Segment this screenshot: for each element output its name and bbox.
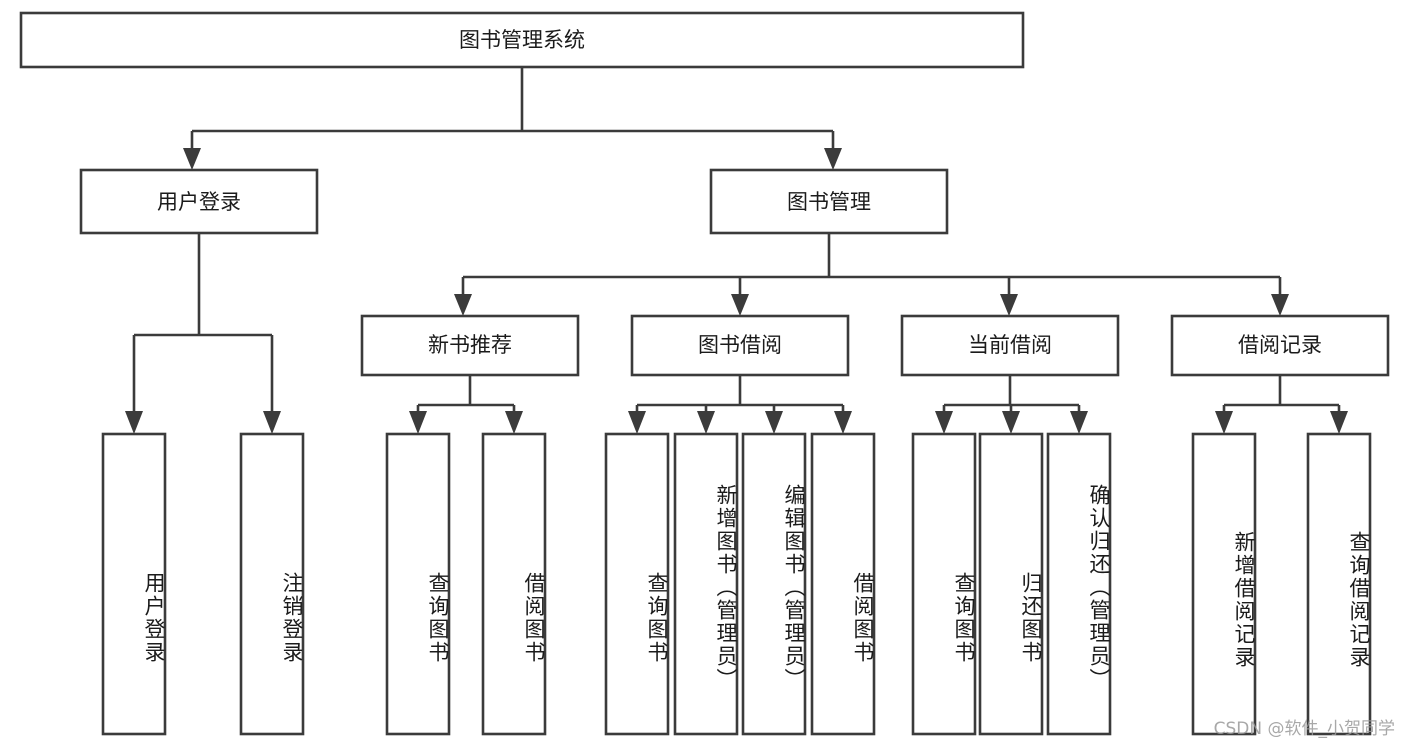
leaf-box-book-borrow-1[interactable] <box>604 432 670 736</box>
node-root[interactable]: 图书管理系统 <box>19 11 1025 69</box>
node-user-login-label: 用户登录 <box>157 190 241 214</box>
leaf-box-borrow-record-2[interactable] <box>1306 432 1372 736</box>
leaf-box-current-borrow-2[interactable] <box>978 432 1044 736</box>
arrowhead-to-record <box>1271 294 1289 316</box>
csdn-watermark: CSDN @软件_小贺同学 <box>1213 719 1395 739</box>
node-user-login[interactable]: 用户登录 <box>79 168 319 235</box>
node-root-label: 图书管理系统 <box>459 28 585 52</box>
arrowhead-borrow-record-leaf1 <box>1215 411 1233 434</box>
leaf-box-current-borrow-3[interactable] <box>1046 432 1112 736</box>
leaf-box-new-book-2[interactable] <box>481 432 547 736</box>
leaf-box-book-borrow-3[interactable] <box>741 432 807 736</box>
leaf-box-borrow-record-1[interactable] <box>1191 432 1257 736</box>
leaf-box-user-login-2[interactable] <box>239 432 305 736</box>
node-borrow-record-box[interactable] <box>1170 314 1390 377</box>
arrowhead-root-to-user-login <box>183 148 201 170</box>
node-root-box[interactable] <box>19 11 1025 69</box>
node-book-manage-label: 图书管理 <box>787 190 871 214</box>
node-borrow-record-label: 借阅记录 <box>1238 333 1322 357</box>
arrowhead-to-new-book <box>454 294 472 316</box>
arrowhead-to-borrow <box>731 294 749 316</box>
node-new-book-recommend-label: 新书推荐 <box>428 333 512 357</box>
node-book-borrow-box[interactable] <box>630 314 850 377</box>
arrowhead-to-current <box>1000 294 1018 316</box>
arrowhead-borrow-record-leaf2 <box>1330 411 1348 434</box>
arrowhead-root-to-book-manage <box>824 148 842 170</box>
node-book-borrow-label: 图书借阅 <box>698 333 782 357</box>
node-new-book-recommend[interactable]: 新书推荐 <box>360 314 580 377</box>
leaf-box-current-borrow-1[interactable] <box>911 432 977 736</box>
arrowhead-new-book-leaf1 <box>409 411 427 434</box>
arrowhead-book-borrow-leaf1 <box>628 411 646 434</box>
node-book-borrow[interactable]: 图书借阅 <box>630 314 850 377</box>
node-current-borrow[interactable]: 当前借阅 <box>900 314 1120 377</box>
arrowhead-current-borrow-leaf1 <box>935 411 953 434</box>
leaf-box-new-book-1[interactable] <box>385 432 451 736</box>
leaf-box-book-borrow-4[interactable] <box>810 432 876 736</box>
node-current-borrow-box[interactable] <box>900 314 1120 377</box>
arrowhead-user-login-leaf2 <box>263 411 281 434</box>
node-book-manage-box[interactable] <box>709 168 949 235</box>
arrowhead-new-book-leaf2 <box>505 411 523 434</box>
node-current-borrow-label: 当前借阅 <box>968 333 1052 357</box>
arrowhead-current-borrow-leaf3 <box>1070 411 1088 434</box>
leaf-box-user-login-1[interactable] <box>101 432 167 736</box>
arrowhead-book-borrow-leaf3 <box>765 411 783 434</box>
node-new-book-recommend-box[interactable] <box>360 314 580 377</box>
arrowhead-current-borrow-leaf2 <box>1002 411 1020 434</box>
arrowhead-book-borrow-leaf4 <box>834 411 852 434</box>
node-book-manage[interactable]: 图书管理 <box>709 168 949 235</box>
arrowhead-user-login-leaf1 <box>125 411 143 434</box>
node-borrow-record[interactable]: 借阅记录 <box>1170 314 1390 377</box>
arrowhead-book-borrow-leaf2 <box>697 411 715 434</box>
leaf-box-book-borrow-2[interactable] <box>673 432 739 736</box>
